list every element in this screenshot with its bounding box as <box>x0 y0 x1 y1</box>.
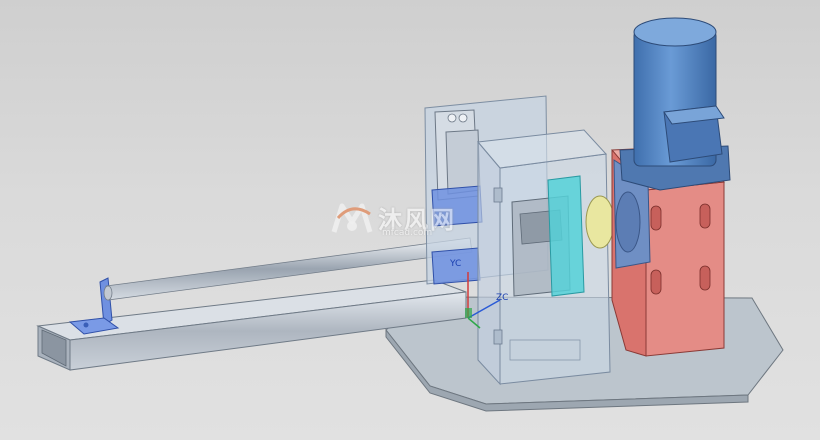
bolt-hole-icon <box>83 322 89 328</box>
coupling[interactable] <box>585 195 615 249</box>
site-watermark: 沐风网 mfcad.com <box>330 198 500 244</box>
mounting-slot-icon <box>699 265 711 291</box>
mounting-slot-icon <box>699 203 711 229</box>
pneumatic-cylinder[interactable] <box>431 109 483 285</box>
square-tube-arm[interactable] <box>36 279 467 371</box>
electric-motor[interactable] <box>619 17 731 191</box>
axis-label-zc: ZC <box>496 293 508 303</box>
watermark-url: mfcad.com <box>382 228 433 238</box>
mufeng-logo-icon <box>331 203 373 233</box>
mounting-slot-icon <box>650 269 662 295</box>
axis-label-yc: YC <box>449 259 461 269</box>
work-coordinate-triad: ZC YC <box>449 259 508 329</box>
inner-clamp-block[interactable] <box>511 175 615 297</box>
mounting-slot-icon <box>650 205 662 231</box>
watermark-text: 沐风网 <box>378 206 456 234</box>
